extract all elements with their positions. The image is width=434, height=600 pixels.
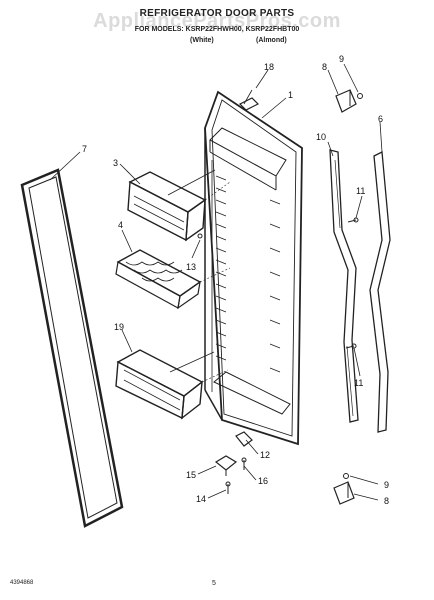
top-hinge [335,89,363,113]
callout-14: 14 [196,494,206,504]
callout-7: 7 [82,144,87,154]
leader-lines [49,63,383,501]
handle-trim [369,150,391,433]
callout-3: 3 [113,158,118,168]
callout-9-top: 9 [339,54,344,64]
dairy-bin [127,169,216,242]
page-number: 5 [212,580,216,587]
page-title: REFRIGERATOR DOOR PARTS [139,8,295,19]
part-18-cover [238,97,260,111]
callout-4: 4 [118,220,123,230]
color-label-almond: (Almond) [256,37,287,44]
assembly-guides [199,181,231,383]
callout-6: 6 [378,114,383,124]
door-panel [204,90,303,446]
callout-11-top: 11 [356,186,365,196]
callout-13: 13 [186,262,196,272]
door-handle [329,149,359,423]
callout-labels: 18 1 8 9 7 3 10 6 4 11 13 19 11 12 15 16… [82,54,389,506]
color-label-white: (White) [190,37,214,44]
callout-18: 18 [264,62,274,72]
screws [197,217,359,494]
callout-9-bottom: 9 [384,480,389,490]
callout-15: 15 [186,470,196,480]
door-gasket [20,168,124,528]
door-bin [115,349,215,420]
callout-8-top: 8 [322,62,327,72]
callout-11-bottom: 11 [354,378,363,388]
document-number: 4394868 [10,580,34,586]
door-closer [214,431,253,476]
callout-12: 12 [260,450,270,460]
callout-19: 19 [114,322,124,332]
callout-8-bottom: 8 [384,496,389,506]
egg-tray [115,249,202,310]
bottom-hinge [333,473,355,505]
door-liner-ribs [215,175,281,373]
model-list: FOR MODELS: KSRP22FHWH00, KSRP22FHBT00 [134,26,300,33]
callout-10: 10 [316,132,326,142]
callout-1: 1 [288,90,293,100]
watermark: AppliancePartsPros.com [93,10,341,32]
callout-16: 16 [258,476,268,486]
